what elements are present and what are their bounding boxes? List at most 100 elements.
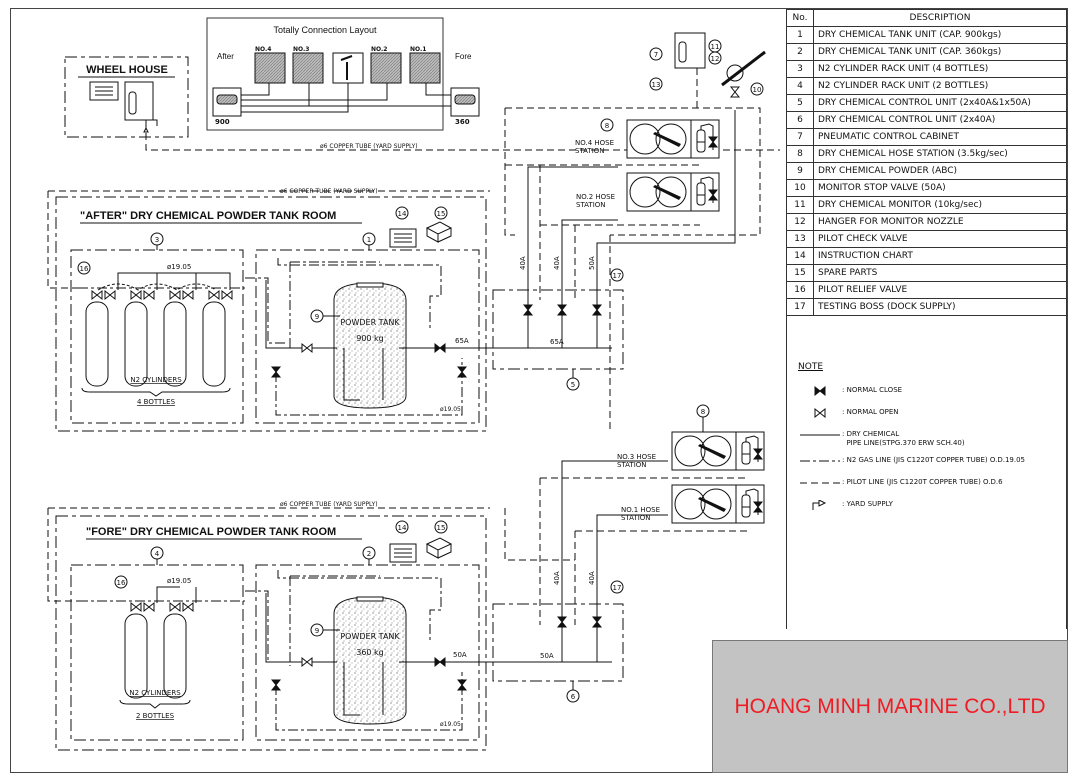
dash-dot-line-icon (800, 460, 840, 462)
ref-11: 11 (711, 43, 720, 51)
after-room: ø6 COPPER TUBE (YARD SUPPLY) "AFTER" DRY… (47, 188, 490, 432)
after-bottles-label: 4 BOTTLES (137, 398, 176, 406)
after-branch-size-3: 50A (588, 256, 596, 270)
part-number: 6 (786, 111, 814, 129)
ref-1: 1 (367, 236, 371, 244)
part-number: 12 (786, 213, 814, 231)
layout-station-no2: NO.2 (371, 46, 387, 53)
ref-17-fore: 17 (613, 584, 622, 592)
wheel-house: WHEEL HOUSE (64, 56, 189, 138)
layout-fore-tank: 360 (455, 118, 470, 126)
connection-layout: Totally Connection Layout After Fore 900… (206, 17, 480, 131)
solid-line-icon (800, 434, 840, 436)
part-description: N2 CYLINDER RACK UNIT (2 BOTTLES) (813, 77, 1067, 95)
fore-room: ø6 COPPER TUBE (YARD SUPPLY) "FORE" DRY … (47, 501, 490, 751)
part-description: TESTING BOSS (DOCK SUPPLY) (813, 298, 1067, 316)
company-panel: HOANG MINH MARINE CO.,LTD (712, 640, 1068, 773)
ref-7: 7 (654, 51, 658, 59)
after-tank-capacity: 900 kg (356, 334, 384, 343)
layout-fore-label: Fore (455, 52, 472, 61)
after-branch-size-1: 40A (519, 256, 527, 270)
hose-no3-label: NO.3 HOSE (617, 453, 656, 461)
fore-branch-size-2: 40A (588, 571, 596, 585)
part-description: PNEUMATIC CONTROL CABINET (813, 128, 1067, 146)
monitor-assembly: 7 13 11 12 10 (649, 32, 766, 108)
valve-open-icon (814, 408, 826, 418)
note-text: : N2 GAS LINE (JIS C1220T COPPER TUBE) O… (842, 456, 1025, 464)
part-number: 4 (786, 77, 814, 95)
after-header-size: 65A (550, 338, 564, 346)
ref-4: 4 (155, 550, 160, 558)
after-cylinders-label: N2 CYLINDERS (130, 376, 182, 384)
part-number: 3 (786, 60, 814, 78)
fore-header-size: 50A (540, 652, 554, 660)
part-number: 5 (786, 94, 814, 112)
part-description: DRY CHEMICAL POWDER (ABC) (813, 162, 1067, 180)
hose-no3-station: STATION (617, 461, 647, 469)
fore-outlet-size: 50A (453, 651, 467, 659)
ref-8-after: 8 (605, 122, 609, 130)
fore-control-unit: 50A 40A 40A 6 17 (470, 460, 748, 703)
yard-supply-icon (812, 500, 827, 510)
hose-no4-label: NO.4 HOSE (575, 139, 614, 147)
part-description: PILOT RELIEF VALVE (813, 281, 1067, 299)
ref-13: 13 (652, 81, 661, 89)
ref-10: 10 (753, 86, 762, 94)
part-number: 7 (786, 128, 814, 146)
layout-title: Totally Connection Layout (273, 25, 377, 35)
wheel-house-title: WHEEL HOUSE (86, 64, 168, 76)
part-number: 9 (786, 162, 814, 180)
fore-room-title: "FORE" DRY CHEMICAL POWDER TANK ROOM (86, 526, 336, 538)
after-tank-label: POWDER TANK (340, 318, 400, 327)
note-title: NOTE (798, 362, 824, 372)
header-description: DESCRIPTION (813, 9, 1067, 27)
part-number: 11 (786, 196, 814, 214)
part-description: DRY CHEMICAL MONITOR (10kg/sec) (813, 196, 1067, 214)
fore-return-size: ø19.05 (440, 721, 461, 728)
ref-16-fore: 16 (117, 579, 126, 587)
layout-after-label: After (217, 52, 234, 61)
part-description: DRY CHEMICAL CONTROL UNIT (2x40A) (813, 111, 1067, 129)
parts-list-header: No. DESCRIPTION (786, 9, 1067, 27)
hose-station-no1: NO.1 HOSE STATION (621, 485, 764, 523)
note-item: : DRY CHEMICAL PIPE LINE(STPG.370 ERW SC… (798, 430, 1025, 456)
part-number: 10 (786, 179, 814, 197)
part-number: 2 (786, 43, 814, 61)
part-number: 16 (786, 281, 814, 299)
legend-column (786, 9, 1067, 629)
ref-6: 6 (571, 693, 576, 701)
part-number: 13 (786, 230, 814, 248)
part-description: N2 CYLINDER RACK UNIT (4 BOTTLES) (813, 60, 1067, 78)
ref-15: 15 (437, 210, 446, 218)
yard-supply-label-1: ø6 COPPER TUBE (YARD SUPPLY) (320, 143, 418, 150)
hose-no2-label: NO.2 HOSE (576, 193, 615, 201)
part-description: INSTRUCTION CHART (813, 247, 1067, 265)
hose-no4-station: STATION (575, 147, 605, 155)
note-item: : NORMAL CLOSE (798, 386, 1025, 408)
fore-manifold-size: ø19.05 (167, 577, 191, 585)
note-text: : PILOT LINE (JIS C1220T COPPER TUBE) O.… (842, 478, 1003, 486)
layout-station-no3: NO.3 (293, 46, 309, 53)
part-description: DRY CHEMICAL TANK UNIT (CAP. 360kgs) (813, 43, 1067, 61)
after-room-title: "AFTER" DRY CHEMICAL POWDER TANK ROOM (80, 210, 336, 222)
fore-cylinders-label: N2 CYLINDERS (129, 689, 181, 697)
part-number: 8 (786, 145, 814, 163)
ref-2: 2 (367, 550, 371, 558)
after-control-unit: 65A 40A 40A 50A 5 17 (470, 107, 761, 430)
fore-branch-size-1: 40A (553, 571, 561, 585)
